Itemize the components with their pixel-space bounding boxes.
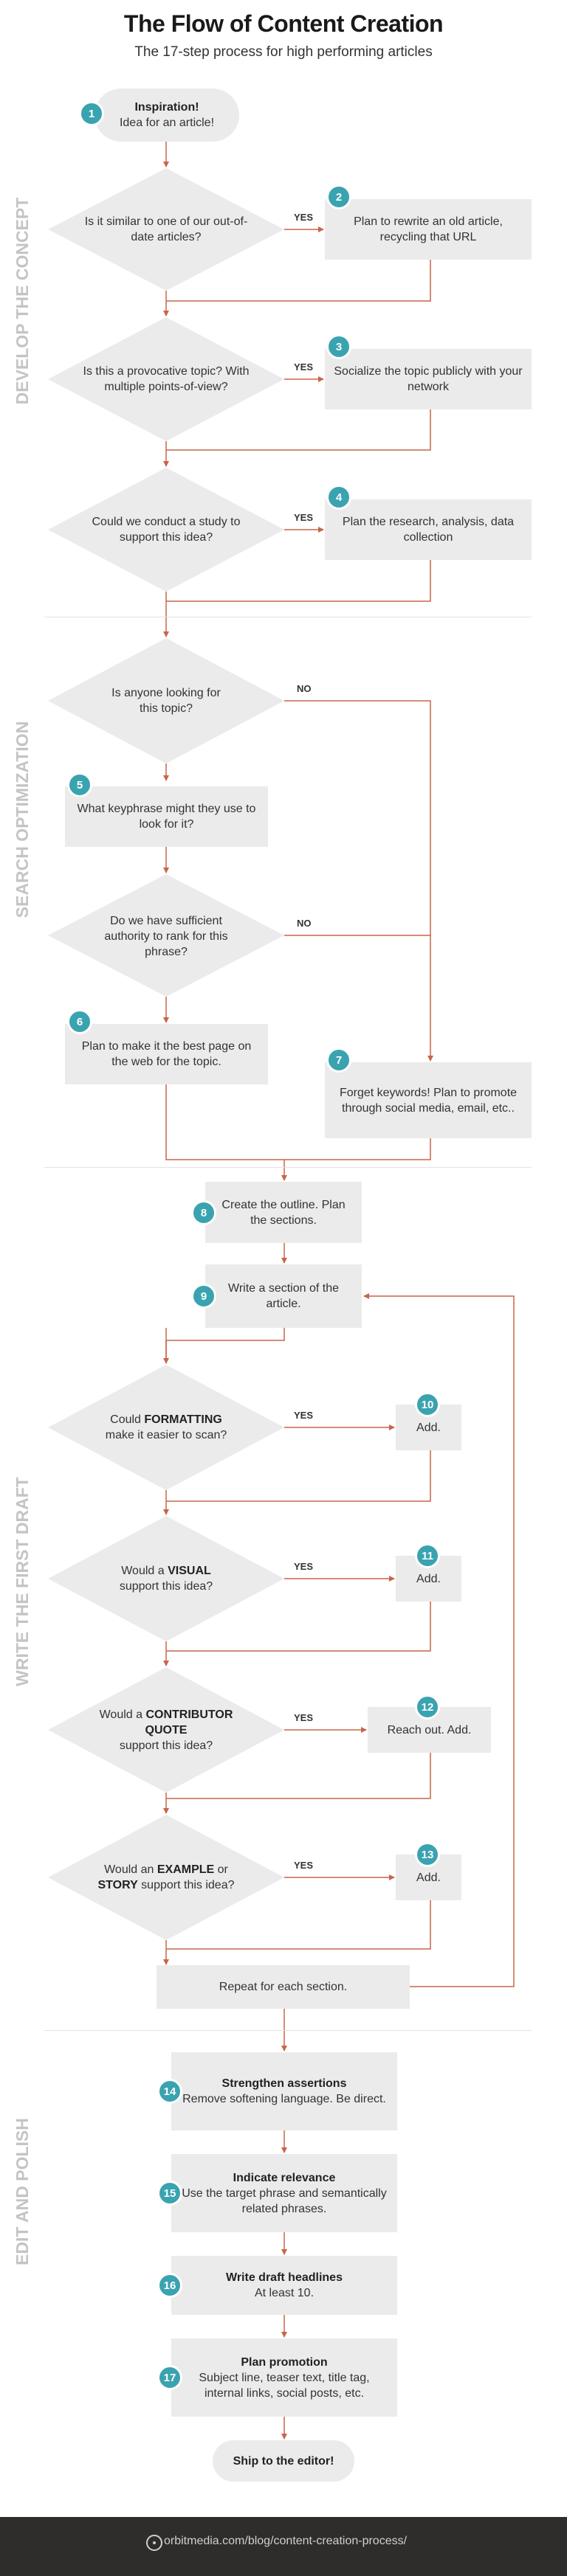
section-label-search: SEARCH OPTIMIZATION (13, 721, 32, 918)
step-text: Idea for an article! (119, 117, 215, 129)
decision-formatting: Could FORMATTING make it easier to scan? (92, 1409, 240, 1446)
step-4-research: Plan the research, analysis, data collec… (325, 499, 532, 560)
step-title: Inspiration! (134, 101, 199, 114)
step-14-strengthen: Strengthen assertions Remove softening l… (171, 2052, 397, 2130)
step-number-badge: 15 (157, 2181, 182, 2206)
section-divider (44, 2030, 532, 2031)
decision-text: Would a (99, 1708, 146, 1721)
step-number-badge: 9 (191, 1284, 216, 1309)
step-number-badge: 16 (157, 2273, 182, 2298)
decision-keyword: EXAMPLE (157, 1863, 215, 1876)
decision-study: Could we conduct a study to support this… (92, 516, 241, 544)
step-3-socialize: Socialize the topic publicly with your n… (325, 349, 532, 409)
step-number-badge: 10 (415, 1392, 440, 1417)
decision-text: make it easier to scan? (105, 1429, 227, 1441)
decision-diamond (48, 638, 284, 764)
step-number-badge: 1 (79, 101, 104, 126)
decision-out-of-date: Is it similar to one of our out-of-date … (84, 215, 248, 243)
step-number-badge: 5 (67, 772, 92, 797)
step-2-rewrite: Plan to rewrite an old article, recyclin… (325, 199, 532, 260)
step-text: Use the target phrase and semantically r… (182, 2187, 387, 2215)
yes-label: YES (294, 1860, 314, 1871)
yes-label: YES (294, 1410, 314, 1421)
step-6-best-page: Plan to make it the best page on the web… (65, 1024, 268, 1084)
decision-diamond (48, 874, 284, 997)
step-text: At least 10. (254, 2287, 315, 2299)
page-title: The Flow of Content Creation (123, 10, 444, 37)
section-label-edit: EDIT AND POLISH (13, 2118, 32, 2265)
footer-bar (0, 2517, 567, 2576)
decision-text: or (214, 1863, 228, 1876)
decision-keyword: STORY (97, 1879, 138, 1891)
decision-text: support this idea? (119, 1580, 213, 1593)
yes-label: YES (294, 361, 314, 373)
step-9-write-section: Write a section of the article. (205, 1264, 362, 1328)
orbit-logo-icon (146, 2535, 162, 2551)
step-number-badge: 12 (415, 1694, 440, 1720)
decision-diamond (48, 1516, 284, 1641)
decision-keyword: VISUAL (168, 1565, 211, 1577)
step-number-badge: 6 (67, 1009, 92, 1034)
step-1-inspiration: Inspiration! Idea for an article! (94, 89, 239, 142)
page-subtitle: The 17-step process for high performing … (134, 44, 433, 60)
step-number-badge: 4 (326, 485, 351, 510)
step-number-badge: 17 (157, 2365, 182, 2390)
no-label: NO (297, 918, 312, 929)
no-label: NO (297, 683, 312, 694)
repeat-for-each-section: Repeat for each section. (157, 1965, 410, 2009)
ship-to-editor: Ship to the editor! (213, 2440, 354, 2482)
decision-diamond (48, 168, 284, 291)
step-text: Subject line, teaser text, title tag, in… (199, 2371, 370, 2400)
step-7-forget-keywords: Forget keywords! Plan to promote through… (325, 1062, 532, 1138)
step-text: Remove softening language. Be direct. (182, 2093, 386, 2105)
step-number-badge: 14 (157, 2079, 182, 2104)
step-number-badge: 3 (326, 334, 351, 359)
step-number-badge: 2 (326, 184, 351, 210)
step-16-headlines: Write draft headlines At least 10. (171, 2256, 397, 2315)
decision-text: Would a (121, 1565, 168, 1577)
decision-keyword: FORMATTING (144, 1413, 222, 1426)
decision-diamond (48, 1667, 284, 1793)
step-number-badge: 7 (326, 1048, 351, 1073)
decision-text: support this idea? (119, 1739, 213, 1752)
section-label-draft: WRITE THE FIRST DRAFT (13, 1477, 32, 1686)
decision-provocative: Is this a provocative topic? With multip… (83, 365, 250, 393)
step-15-relevance: Indicate relevance Use the target phrase… (171, 2154, 397, 2232)
step-title: Plan promotion (241, 2355, 328, 2369)
section-divider (44, 1167, 532, 1168)
section-label-develop: DEVELOP THE CONCEPT (13, 197, 32, 405)
footer-url[interactable]: orbitmedia.com/blog/content-creation-pro… (164, 2535, 408, 2547)
yes-label: YES (294, 212, 314, 223)
decision-anyone-looking: Is anyone looking for this topic? (111, 687, 221, 715)
decision-visual: Would a VISUAL support this idea? (92, 1560, 240, 1597)
step-8-outline: Create the outline. Plan the sections. (205, 1182, 362, 1243)
decision-text: Would an (104, 1863, 157, 1876)
step-number-badge: 11 (415, 1543, 440, 1568)
step-number-badge: 8 (191, 1200, 216, 1225)
decision-diamond (48, 1815, 284, 1940)
decision-text: support this idea? (137, 1879, 235, 1891)
step-title: Indicate relevance (233, 2171, 336, 2184)
yes-label: YES (294, 1712, 314, 1723)
decision-keyword: CONTRIBUTOR QUOTE (145, 1708, 233, 1737)
decision-diamond (48, 468, 284, 592)
step-17-promotion: Plan promotion Subject line, teaser text… (171, 2338, 397, 2417)
yes-label: YES (294, 1561, 314, 1572)
step-5-keyphrase: What keyphrase might they use to look fo… (65, 786, 268, 847)
decision-diamond (48, 1365, 284, 1490)
decision-diamond (48, 317, 284, 441)
step-title: Strengthen assertions (221, 2077, 347, 2090)
step-number-badge: 13 (415, 1842, 440, 1867)
decision-contributor-quote: Would a CONTRIBUTOR QUOTE support this i… (85, 1708, 247, 1752)
step-title: Write draft headlines (226, 2271, 343, 2284)
decision-text: Could (110, 1413, 145, 1426)
yes-label: YES (294, 512, 314, 523)
decision-example-story: Would an EXAMPLE or STORY support this i… (85, 1859, 247, 1896)
decision-authority: Do we have sufficient authority to rank … (104, 914, 228, 958)
